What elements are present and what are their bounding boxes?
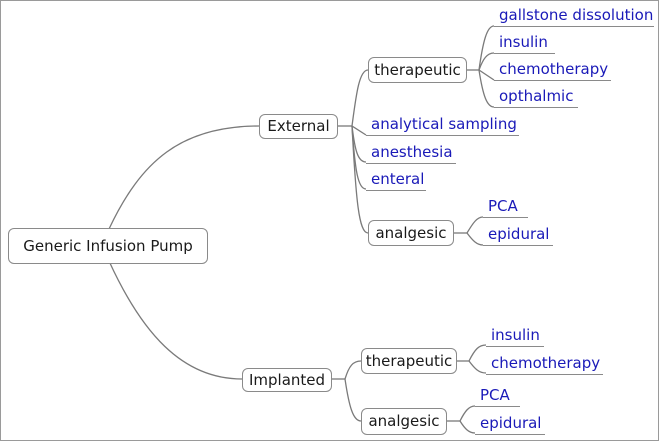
link-implanted-analgesic: [344, 378, 362, 422]
root-node[interactable]: Generic Infusion Pump: [8, 228, 208, 264]
link-ext-ther-leaf-2: [478, 52, 495, 71]
external-therapeutic-node[interactable]: therapeutic: [368, 57, 467, 83]
external-node[interactable]: External: [259, 114, 338, 139]
link-root-external: [108, 125, 260, 230]
link-ext-ther-leaf-1: [478, 25, 495, 71]
leaf-insulin[interactable]: insulin: [494, 32, 555, 54]
link-external-therapeutic: [351, 69, 369, 127]
link-ext-ther-leaf-3: [478, 69, 495, 81]
implanted-therapeutic-node[interactable]: therapeutic: [361, 348, 457, 374]
link-imp-analg-leaf-1: [459, 405, 476, 422]
link-external-analgesic: [351, 125, 369, 234]
link-imp-ther-leaf-1: [468, 344, 487, 362]
link-imp-analg-leaf-2: [459, 420, 476, 434]
link-imp-ther-leaf-2: [468, 360, 487, 374]
leaf-chemotherapy-implanted[interactable]: chemotherapy: [486, 353, 603, 375]
link-ext-analg-leaf-2: [466, 232, 484, 246]
link-root-implanted: [108, 260, 243, 380]
leaf-chemotherapy[interactable]: chemotherapy: [494, 59, 611, 81]
leaf-epidural-implanted[interactable]: epidural: [475, 413, 545, 435]
leaf-enteral[interactable]: enteral: [366, 169, 426, 191]
link-ext-analg-leaf-1: [466, 216, 484, 234]
leaf-gallstone-dissolution[interactable]: gallstone dissolution: [494, 5, 654, 27]
leaf-analytical-sampling[interactable]: analytical sampling: [366, 114, 519, 136]
implanted-analgesic-node[interactable]: analgesic: [361, 408, 447, 435]
leaf-anesthesia[interactable]: anesthesia: [366, 142, 456, 164]
leaf-pca-external[interactable]: PCA: [483, 196, 528, 218]
leaf-epidural-external[interactable]: epidural: [483, 224, 553, 246]
link-ext-ther-leaf-4: [478, 69, 495, 108]
leaf-insulin-implanted[interactable]: insulin: [486, 325, 544, 347]
leaf-opthalmic[interactable]: opthalmic: [494, 86, 578, 108]
link-external-analytical: [351, 125, 367, 136]
link-implanted-therapeutic: [344, 360, 362, 380]
leaf-pca-implanted[interactable]: PCA: [475, 385, 520, 407]
external-analgesic-node[interactable]: analgesic: [368, 220, 454, 246]
implanted-node[interactable]: Implanted: [242, 368, 332, 392]
